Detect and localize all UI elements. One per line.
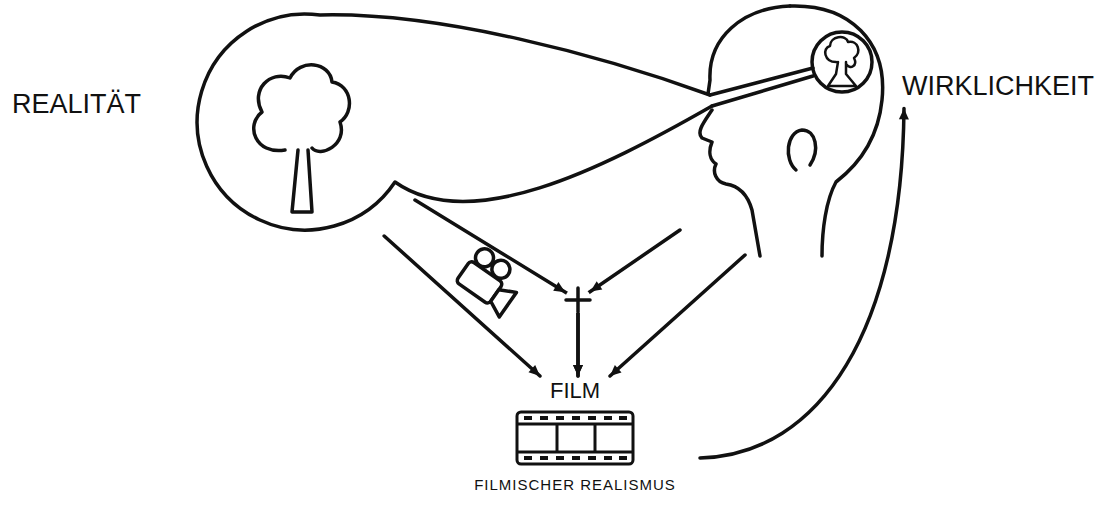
perceived-reality-label: WIRKLICHKEIT [902,70,1094,102]
arrowhead [573,365,583,376]
mind-circle [812,32,872,92]
tree-canopy [254,65,350,152]
film-heading: FILM [550,378,600,404]
head-front [700,6,790,256]
arrow-connector [384,236,540,376]
mind-tree [825,37,858,86]
arrowhead [610,365,622,376]
ear [788,130,815,170]
junction-ground [565,287,591,313]
arrow-connector [700,108,904,458]
viewer-head: WIRKLICHKEIT [680,0,1110,255]
reality-label: REALITÄT [12,88,141,120]
perception-bubble [197,14,712,230]
film-icon-holder [515,404,635,476]
arrow-connector [610,255,745,376]
arrowhead [553,282,565,292]
arrow-connector [578,230,680,376]
film-node: FILM FILMISCHER REALISMUS [450,378,700,518]
film-caption: FILMISCHER REALISMUS [474,476,676,494]
plus-sign [566,288,590,312]
arrowhead [899,108,909,119]
arrow-connector [415,200,578,376]
gaze-lines [710,68,813,106]
arrowhead [573,365,583,376]
arrowhead [590,281,602,291]
reality-bubble: REALITÄT [195,12,415,232]
film-strip-icon [515,410,635,466]
tree-trunk [292,150,312,212]
arrowhead [528,365,540,376]
